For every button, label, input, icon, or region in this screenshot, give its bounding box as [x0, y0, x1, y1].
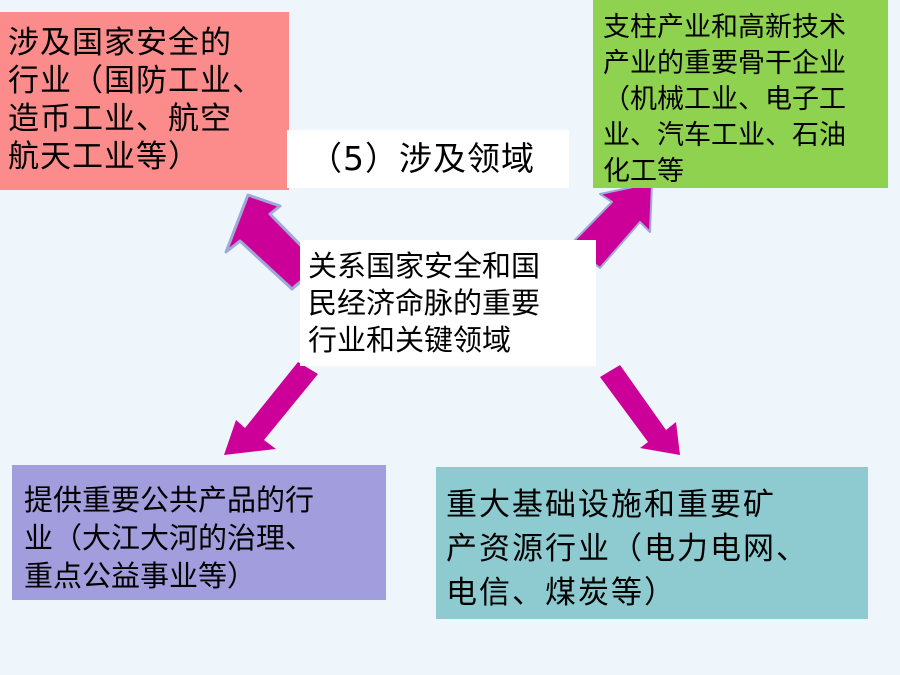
top-right-box: 支柱产业和高新技术 产业的重要骨干企业 （机械工业、电子工 业、汽车工业、石油 … — [593, 0, 888, 188]
arrow-to-bottom-left — [224, 362, 318, 455]
title-label: （5）涉及领域 — [287, 130, 569, 188]
top-left-box: 涉及国家安全的 行业（国防工业、 造币工业、航空 航天工业等） — [0, 12, 289, 190]
bottom-right-box: 重大基础设施和重要矿 产资源行业（电力电网、 电信、煤炭等） — [436, 467, 868, 619]
center-box: 关系国家安全和国 民经济命脉的重要 行业和关键领域 — [300, 240, 596, 366]
arrow-to-bottom-right — [600, 365, 680, 455]
bottom-left-box: 提供重要公共产品的行 业（大江大河的治理、 重点公益事业等） — [12, 465, 386, 600]
